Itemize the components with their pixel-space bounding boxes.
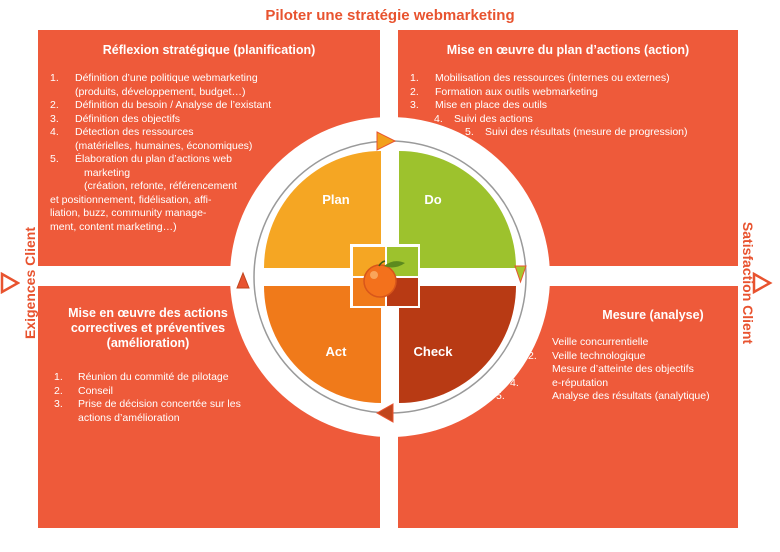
plan-label: Plan — [322, 192, 350, 207]
plan-step-5-detail: (création, refonte, référencement — [84, 180, 237, 192]
check-sector — [399, 286, 516, 403]
check-to-act-arrow-icon — [375, 403, 394, 423]
act-label: Act — [326, 344, 348, 359]
plan-step-2: 2.Définition du besoin / Analyse de l’ex… — [50, 99, 272, 111]
act-quadrant-title: Mise en œuvre des actions correctives et… — [68, 306, 228, 350]
do-step-3: 3.Mise en place des outils — [410, 99, 548, 111]
check-steps-list: 1.Veille concurrentielle 2.Veille techno… — [496, 336, 731, 404]
plan-step-1: 1.Définition d’une politique webmarketin… — [50, 72, 258, 84]
plan-step-5-detail: ment, content marketing…) — [50, 220, 177, 233]
act-steps-list: 1.Réunion du commité de pilotage 2.Conse… — [54, 371, 264, 425]
plan-to-do-arrow-icon — [376, 131, 397, 151]
plan-step-5: 5.Élaboration du plan d’actions web — [50, 153, 233, 165]
act-step-3: 3.Prise de décision concertée sur les — [54, 398, 241, 410]
plan-step-4-detail: (matérielles, humaines, économiques) — [75, 139, 253, 152]
do-step-5: 5.Suivi des résultats (mesure de progres… — [465, 126, 688, 138]
do-label: Do — [424, 192, 441, 207]
act-step-1: 1.Réunion du commité de pilotage — [54, 371, 229, 383]
orange-logo-icon — [350, 244, 420, 308]
do-to-check-arrow-icon — [514, 265, 527, 284]
plan-step-5-detail: liation, buzz, community manage- — [50, 207, 207, 219]
do-step-4: 4.Suivi des actions — [434, 112, 533, 125]
plan-step-5-detail: et positionnement, fidélisation, affi- — [50, 193, 212, 206]
act-to-plan-arrow-icon — [236, 271, 250, 289]
act-step-2: 2.Conseil — [54, 384, 114, 397]
check-label: Check — [413, 344, 453, 359]
plan-steps-list: 1.Définition d’une politique webmarketin… — [50, 72, 282, 234]
do-quadrant-title: Mise en œuvre du plan d’actions (action) — [446, 43, 690, 57]
diagram-title: Piloter une stratégie webmarketing — [265, 7, 515, 24]
plan-step-1-detail: (produits, développement, budget…) — [75, 85, 246, 98]
do-steps-list: 1.Mobilisation des ressources (internes … — [410, 72, 730, 140]
check-step-2: 2.Veille technologique — [528, 349, 646, 362]
check-quadrant-title: Mesure (analyse) — [602, 308, 704, 322]
check-step-5: 5.Analyse des résultats (analytique) — [496, 390, 710, 402]
do-step-1: 1.Mobilisation des ressources (internes … — [410, 72, 670, 84]
act-sector — [264, 286, 381, 403]
plan-sector — [264, 151, 381, 268]
check-step-4: 4.e-réputation — [510, 376, 609, 389]
plan-step-3: 3.Définition des objectifs — [50, 112, 181, 125]
plan-quadrant-title: Réflexion stratégique (planification) — [102, 43, 316, 57]
do-step-2: 2.Formation aux outils webmarketing — [410, 85, 598, 98]
plan-step-4: 4.Détection des ressources — [50, 126, 194, 138]
left-edge-arrow-icon — [0, 272, 20, 294]
act-step-3-cont: actions d’amélioration — [78, 411, 180, 424]
do-sector — [399, 151, 516, 268]
plan-step-5-cont: marketing — [84, 166, 131, 179]
right-edge-arrow-icon — [752, 272, 773, 294]
